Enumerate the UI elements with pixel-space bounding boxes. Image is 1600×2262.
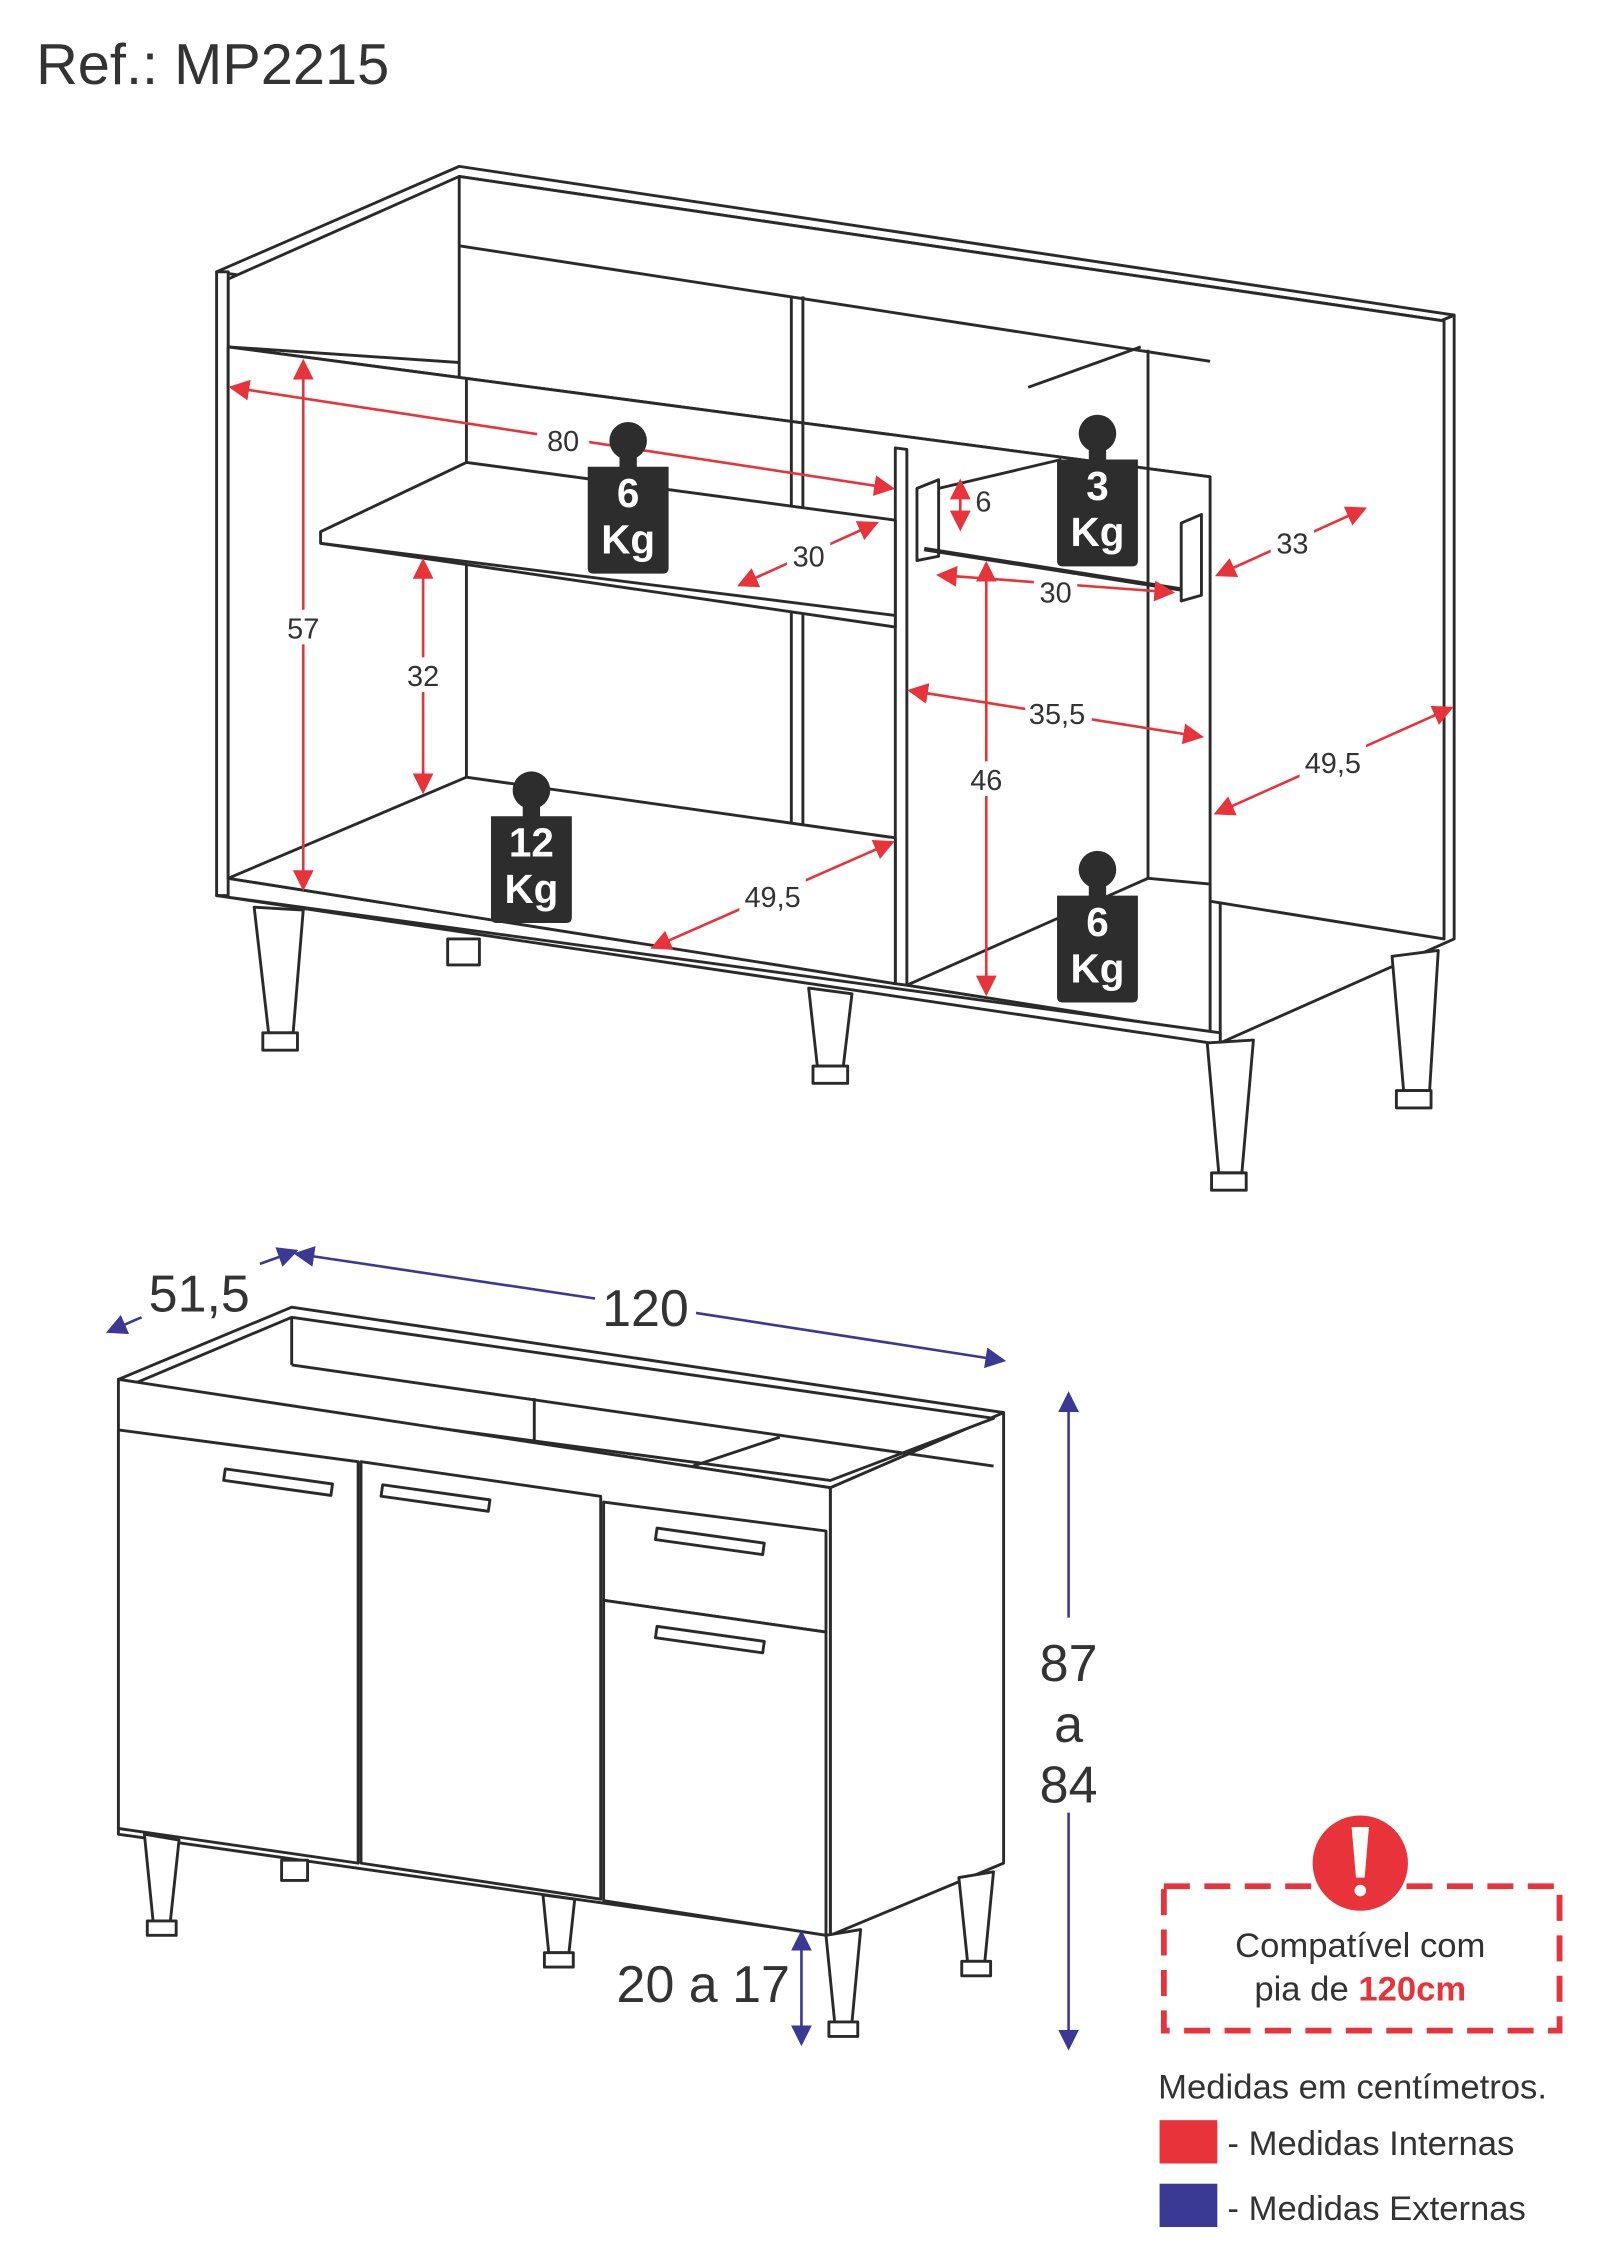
svg-text:3: 3 [1086, 463, 1108, 509]
svg-text:6: 6 [1086, 899, 1108, 945]
dim-shelf-width: 80 [547, 426, 579, 458]
dim-drawer-depth: 30 [1040, 577, 1072, 609]
reference-title: Ref.: MP2215 [36, 33, 389, 97]
legend-swatch-external [1159, 2183, 1218, 2228]
dim-leg-height: 20 a 17 [617, 1956, 790, 2014]
right-door [602, 1598, 828, 1937]
external-dimensions: 51,5 120 87 a 84 20 a 17 [105, 1246, 1098, 2051]
dim-external-height-max: 87 [1040, 1635, 1098, 1693]
left-door [116, 1428, 360, 1865]
dim-external-width: 120 [602, 1280, 689, 1338]
internal-dimensions: 80 57 32 30 6 30 33 35,5 46 49,5 49,5 [228, 358, 1454, 997]
dim-drawer-height: 6 [975, 487, 991, 519]
dim-right-compartment-width: 35,5 [1029, 699, 1085, 731]
weight-tag-drawer: 3 Kg [1057, 414, 1138, 567]
dim-right-depth: 49,5 [1305, 748, 1361, 780]
weight-tag-shelf: 6 Kg [587, 421, 669, 574]
svg-text:pia de 120cm: pia de 120cm [1254, 1970, 1466, 2008]
legend-units: Medidas em centímetros. [1158, 2069, 1547, 2107]
svg-text:Kg: Kg [601, 516, 655, 562]
dim-shelf-clearance: 32 [407, 661, 439, 693]
legend-label-internal: - Medidas Internas [1227, 2125, 1514, 2163]
legend: Medidas em centímetros. - Medidas Intern… [1158, 2069, 1547, 2228]
svg-text:6: 6 [617, 470, 639, 516]
dim-right-compartment-height: 46 [970, 765, 1002, 797]
svg-text:Kg: Kg [1071, 945, 1125, 991]
weight-tag-bottom-left: 12 Kg [490, 771, 572, 924]
dim-external-depth: 51,5 [149, 1266, 250, 1324]
dim-external-height-min: 84 [1040, 1756, 1098, 1814]
svg-text:Kg: Kg [504, 866, 558, 912]
notice-line-2-prefix: pia de [1254, 1970, 1348, 2008]
dim-shelf-depth: 30 [793, 541, 825, 573]
external-view-cabinet [116, 1305, 1006, 2038]
svg-text:12: 12 [509, 820, 554, 866]
legend-swatch-internal [1159, 2120, 1218, 2164]
legend-label-external: - Medidas Externas [1227, 2190, 1525, 2228]
svg-text:Kg: Kg [1071, 509, 1125, 555]
warning-icon [1312, 1815, 1408, 1911]
notice-line-1: Compatível com [1235, 1927, 1485, 1965]
dim-bottom-depth: 49,5 [744, 882, 800, 914]
sink-compatibility-notice: Compatível com pia de 120cm [1161, 1815, 1563, 2034]
dim-external-height-separator: a [1054, 1696, 1083, 1754]
center-door [359, 1460, 603, 1901]
dim-internal-height: 57 [287, 614, 319, 646]
weight-tag-bottom-right: 6 Kg [1057, 850, 1138, 1003]
notice-sink-size: 120cm [1358, 1970, 1466, 2008]
dim-drawer-width: 33 [1276, 528, 1308, 560]
